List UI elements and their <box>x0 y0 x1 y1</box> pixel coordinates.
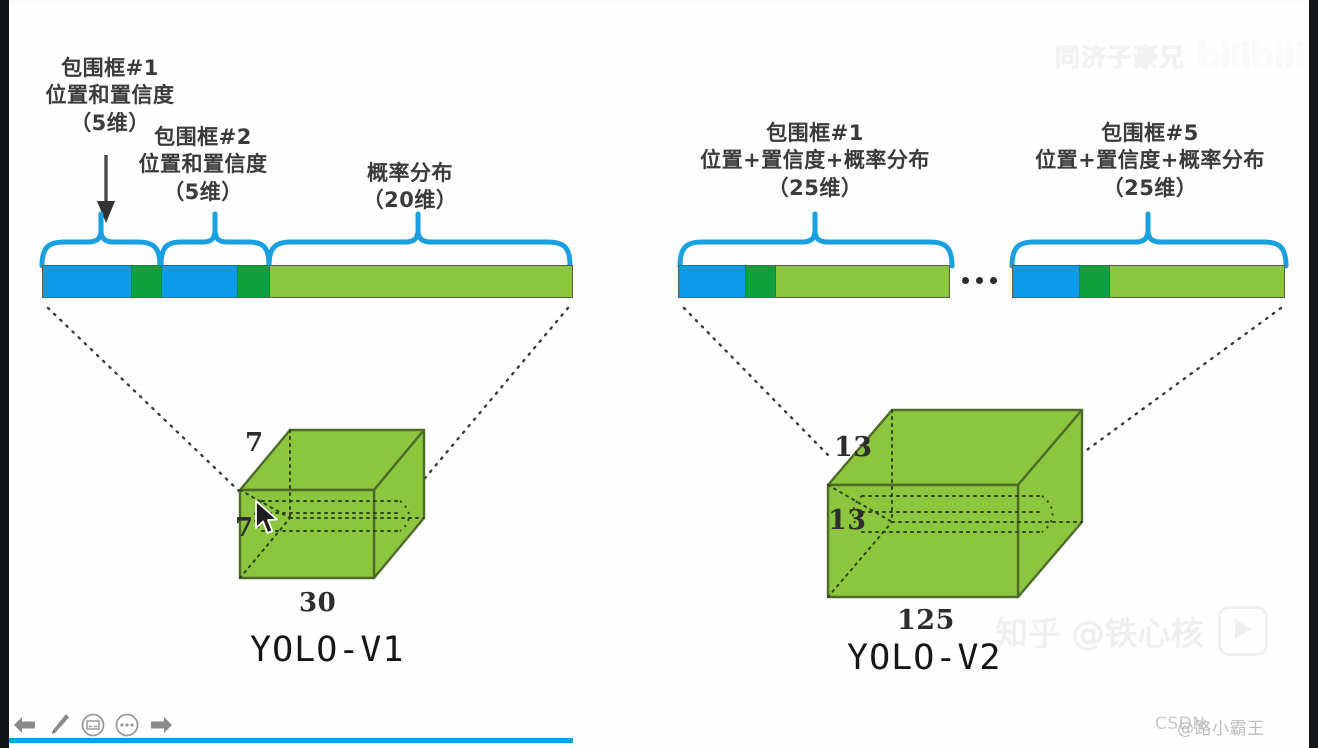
segment-probabilities <box>775 266 949 297</box>
next-button[interactable] <box>147 712 175 738</box>
brace-left-probs <box>266 211 573 269</box>
label-right-box5: 包围框#5 位置+置信度+概率分布 （25维） <box>1035 121 1265 200</box>
progress-track[interactable] <box>9 738 1309 743</box>
mouse-cursor <box>255 500 281 543</box>
bilibili-channel-name: 同济子豪兄 <box>1055 42 1186 72</box>
label-left-box1: 包围框#1 位置和置信度 （5维） <box>45 56 175 135</box>
segment-confidence <box>745 266 775 297</box>
previous-button[interactable] <box>11 712 39 738</box>
brace-left-box1 <box>39 211 163 269</box>
bilibili-logo: bilibili <box>1197 36 1305 75</box>
dim-right-depth: 13 <box>834 432 873 463</box>
feature-cube-v1 <box>232 418 432 593</box>
frame-top-edge <box>9 0 1309 6</box>
segment-box1-confidence <box>131 266 161 297</box>
brace-right-box5 <box>1009 211 1289 269</box>
right-arrow-icon <box>151 717 172 733</box>
subtitle-button[interactable] <box>79 712 107 738</box>
dim-right-height: 13 <box>828 505 867 536</box>
play-icon <box>1217 606 1268 656</box>
dim-left-height: 7 <box>235 513 254 543</box>
label-left-box2: 包围框#2 位置和置信度 （5维） <box>138 125 268 204</box>
bilibili-watermark: 同济子豪兄 bilibili <box>1055 36 1305 75</box>
more-button[interactable] <box>113 712 141 738</box>
csdn-watermark: CSDN @路小霸王 <box>1155 714 1264 739</box>
model-title-v1: YOLO-V1 <box>250 630 405 670</box>
subtitle-icon <box>81 713 105 737</box>
segment-probabilities <box>1109 266 1284 297</box>
dim-left-depth: 7 <box>245 428 264 458</box>
output-vector-bar-v1 <box>42 265 573 298</box>
ellipsis-icon <box>115 713 139 737</box>
dim-right-width: 125 <box>897 605 955 636</box>
zhihu-user: 知乎 @铁心核 <box>995 614 1204 653</box>
segment-box2-location <box>161 266 237 297</box>
csdn-user: @路小霸王 <box>1177 719 1265 739</box>
segment-box2-confidence <box>237 266 269 297</box>
brace-right-box1 <box>677 211 955 269</box>
brace-left-box2 <box>158 211 272 269</box>
left-arrow-icon <box>14 717 35 733</box>
label-right-box1: 包围框#1 位置+置信度+概率分布 （25维） <box>700 121 930 200</box>
player-toolbar[interactable] <box>9 710 175 740</box>
model-title-v2: YOLO-V2 <box>847 638 1002 678</box>
frame-left-edge <box>0 0 9 748</box>
segment-confidence <box>1079 266 1109 297</box>
label-left-probs: 概率分布 （20维） <box>362 161 458 213</box>
ellipsis-between-bars <box>962 277 997 284</box>
output-vector-bar-v2-box5 <box>1012 265 1285 298</box>
segment-box1-location <box>43 266 131 297</box>
frame-right-edge <box>1309 0 1318 748</box>
segment-location <box>679 266 745 297</box>
annotate-button[interactable] <box>45 712 73 738</box>
output-vector-bar-v2-box1 <box>678 265 950 298</box>
segment-class-probabilities <box>269 266 572 297</box>
pointer-arrow-icon <box>92 155 120 230</box>
csdn-label: CSDN <box>1155 714 1206 734</box>
feature-cube-v2 <box>820 400 1090 600</box>
dim-left-width: 30 <box>299 588 337 618</box>
pencil-icon <box>52 714 69 734</box>
segment-location <box>1013 266 1079 297</box>
progress-fill[interactable] <box>9 738 573 743</box>
zhihu-watermark: 知乎 @铁心核 <box>995 606 1268 656</box>
